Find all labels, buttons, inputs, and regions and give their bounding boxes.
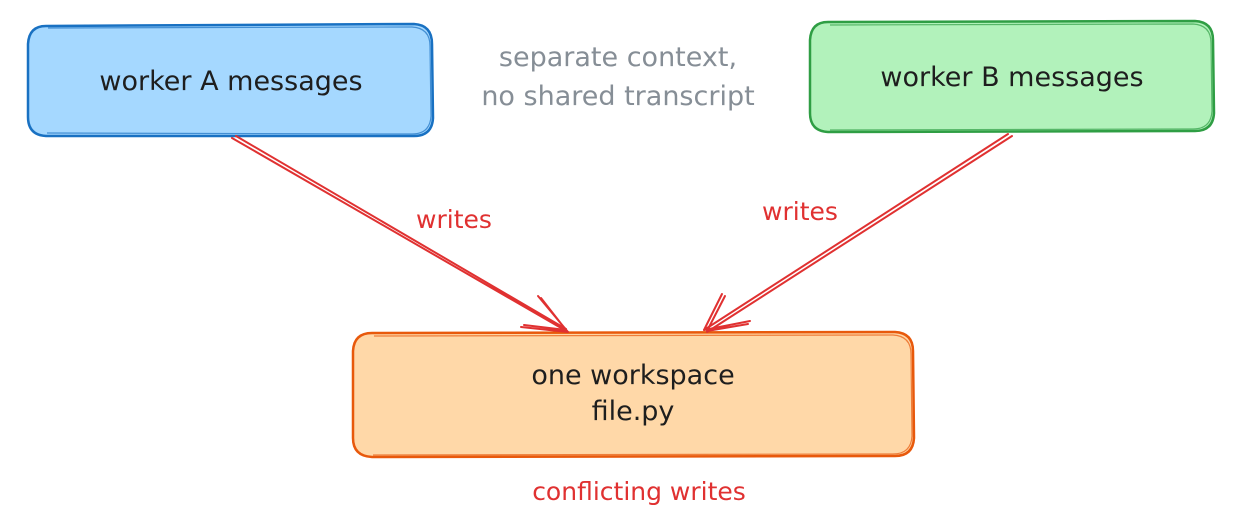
workspace-node[interactable]: one workspace file.py [351, 330, 916, 459]
worker-b-box-sketch [829, 23, 1213, 131]
worker-b-node[interactable]: worker B messages [808, 19, 1216, 134]
worker-a-node[interactable]: worker A messages [26, 22, 435, 138]
workspace-label-line2: file.py [592, 396, 675, 427]
worker-a-box [26, 22, 435, 138]
arrow-a-to-workspace [231, 135, 569, 333]
worker-a-label: worker A messages [99, 66, 362, 97]
workspace-box-sketch [372, 334, 913, 456]
arrow-a-head [520, 295, 569, 333]
worker-b-label: worker B messages [880, 62, 1143, 93]
worker-a-box-sketch [46, 26, 432, 135]
workspace-box [351, 330, 916, 459]
separate-context-note-line1: separate context, [499, 42, 737, 73]
arrow-b-line [703, 133, 1013, 333]
conflicting-writes-note: conflicting writes [532, 477, 746, 506]
workspace-label-line1: one workspace [531, 360, 734, 391]
edge-label-b: writes [762, 197, 838, 226]
arrow-b-to-workspace [703, 133, 1013, 333]
arrow-a-line [231, 135, 569, 333]
arrow-b-head [703, 293, 751, 332]
separate-context-note-line2: no shared transcript [481, 81, 754, 112]
worker-b-box [808, 19, 1216, 134]
edge-label-a: writes [416, 205, 492, 234]
